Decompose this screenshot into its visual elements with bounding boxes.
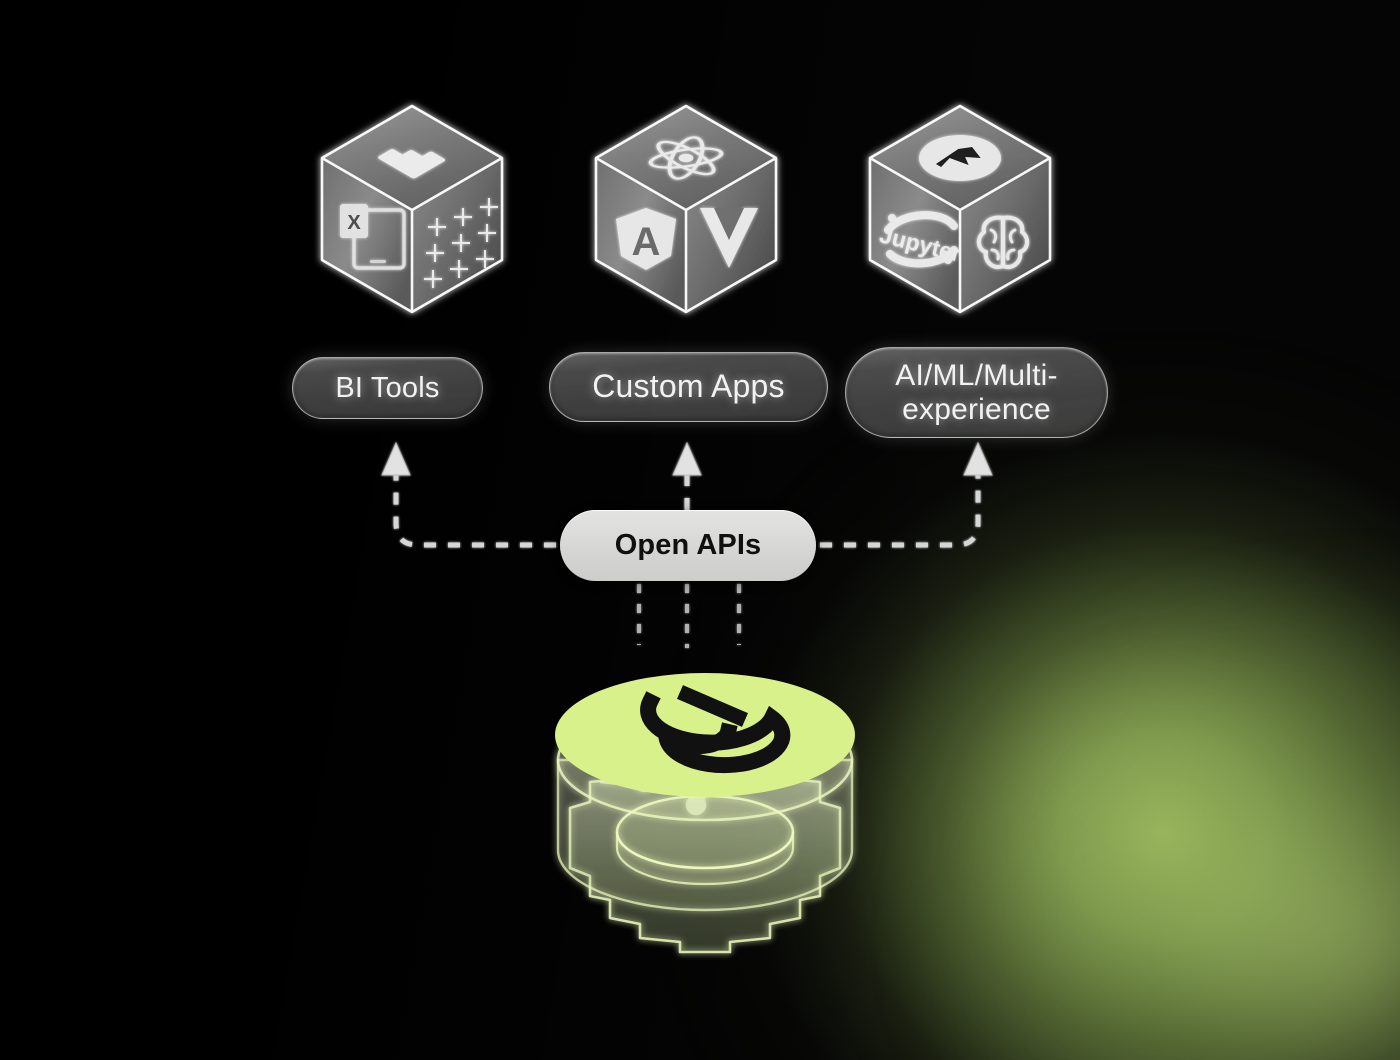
pytorch-icon [919, 135, 1001, 181]
background-green-glow-core [900, 560, 1400, 1060]
svg-text:A: A [632, 220, 661, 264]
react-icon [648, 136, 724, 180]
svg-text:X: X [347, 212, 361, 234]
arrowhead-middle [672, 441, 702, 476]
brain-icon [976, 215, 1030, 270]
platform-inner-disc [615, 794, 795, 886]
cube-bi-tools: X [320, 104, 504, 314]
open-apis-label: Open APIs [614, 529, 762, 561]
power-bi-icon [377, 149, 446, 179]
platform-stack [555, 673, 855, 954]
label-text: AI/ML/Multi- experience [895, 359, 1057, 426]
excel-icon: X [340, 204, 406, 270]
node-label-ai-ml[interactable]: AI/ML/Multi- experience [845, 347, 1108, 438]
arrowhead-left [381, 441, 411, 476]
cube-custom-apps: A [594, 104, 778, 314]
tableau-icon [424, 198, 498, 288]
open-apis-hub[interactable]: Open APIs [560, 510, 816, 581]
jupyter-icon: Jupyter [877, 211, 964, 268]
connector-right [820, 470, 981, 548]
angular-icon: A [616, 208, 676, 270]
label-line-1: AI/ML/Multi- [895, 358, 1058, 392]
platform-top-disc [555, 673, 855, 797]
node-label-custom-apps[interactable]: Custom Apps [549, 352, 828, 422]
label-text: Custom Apps [592, 368, 785, 405]
svg-text:Jupyter: Jupyter [877, 221, 964, 266]
arrowhead-right [963, 441, 993, 476]
cube-ai-ml: Jupyter [868, 104, 1052, 314]
vue-icon [700, 208, 758, 268]
label-line-2: experience [902, 392, 1051, 426]
node-label-bi-tools[interactable]: BI Tools [292, 357, 483, 419]
connector-left [393, 470, 556, 548]
dremio-spiral-logo [640, 685, 791, 774]
label-text: BI Tools [335, 371, 440, 404]
